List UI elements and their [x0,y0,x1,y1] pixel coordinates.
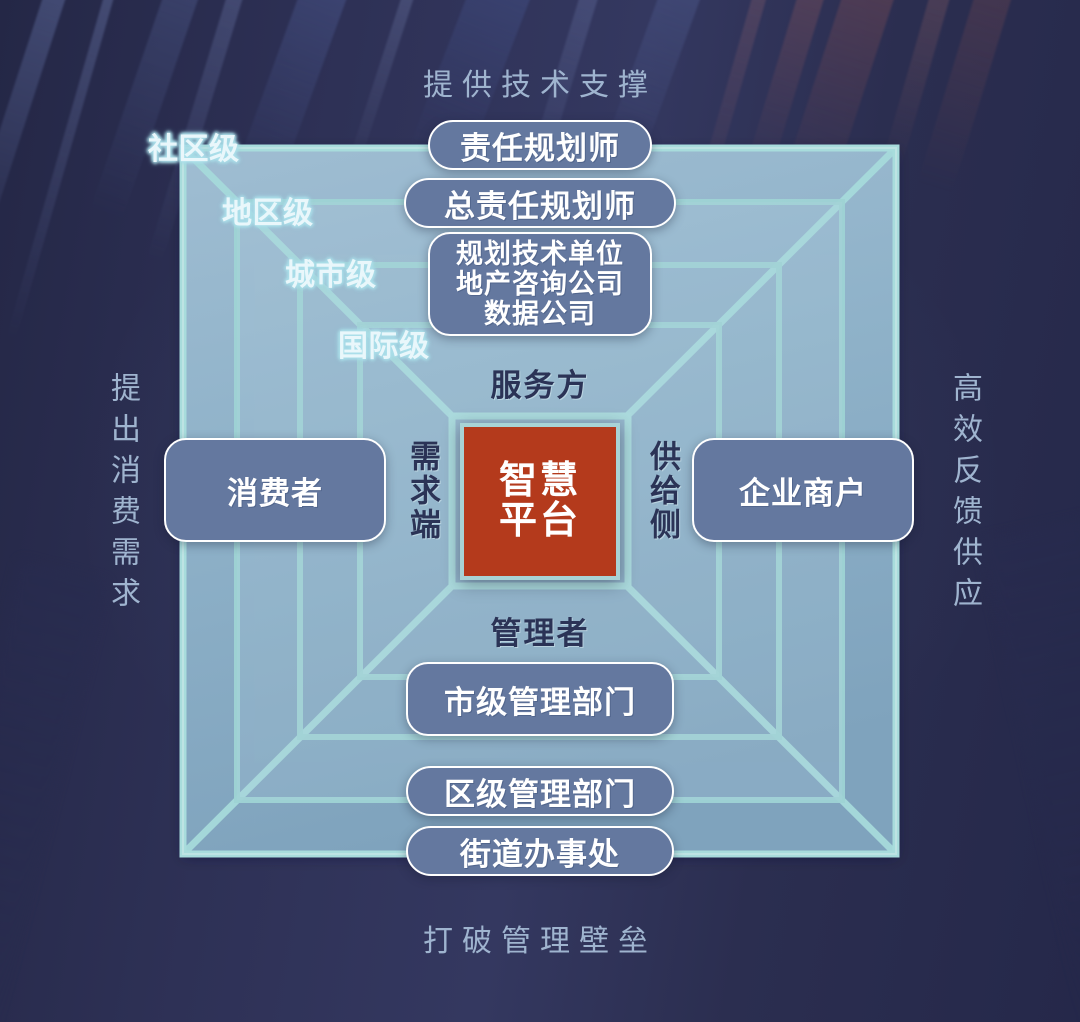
caption-left: 提出消费需求 [106,372,139,618]
node-street-office[interactable]: 街道办事处 [406,826,674,876]
node-planning-units-line3: 数据公司 [484,299,596,330]
level-badge-international: 国际级 [338,330,430,363]
node-planning-units-line1: 规划技术单位 [456,238,624,269]
section-label-manager: 管理者 [490,616,590,651]
node-planning-units-line2: 地产咨询公司 [456,268,624,299]
node-planning-units[interactable]: 规划技术单位 地产咨询公司 数据公司 [428,232,652,336]
level-badge-community: 社区级 [148,133,240,166]
node-responsible-planner[interactable]: 责任规划师 [428,120,652,170]
caption-top: 提供技术支撑 [423,69,657,102]
node-enterprise-merchant[interactable]: 企业商户 [692,438,914,542]
level-badge-city: 城市级 [285,259,377,292]
level-badge-district: 地区级 [222,197,314,230]
node-district-admin-department[interactable]: 区级管理部门 [406,766,674,816]
section-label-supply: 供给侧 [645,440,680,542]
node-smart-platform[interactable]: 智慧 平台 [460,423,620,580]
node-smart-platform-line1: 智慧 [498,459,581,502]
node-city-admin-department[interactable]: 市级管理部门 [406,662,674,736]
section-label-service: 服务方 [490,368,590,403]
node-consumer[interactable]: 消费者 [164,438,386,542]
node-smart-platform-line2: 平台 [498,499,581,542]
node-chief-responsible-planner[interactable]: 总责任规划师 [404,178,676,228]
section-label-demand: 需求端 [405,440,440,542]
frame-diagonals [180,145,899,857]
caption-bottom: 打破管理壁垒 [423,925,657,958]
caption-right: 高效反馈供应 [948,372,981,618]
